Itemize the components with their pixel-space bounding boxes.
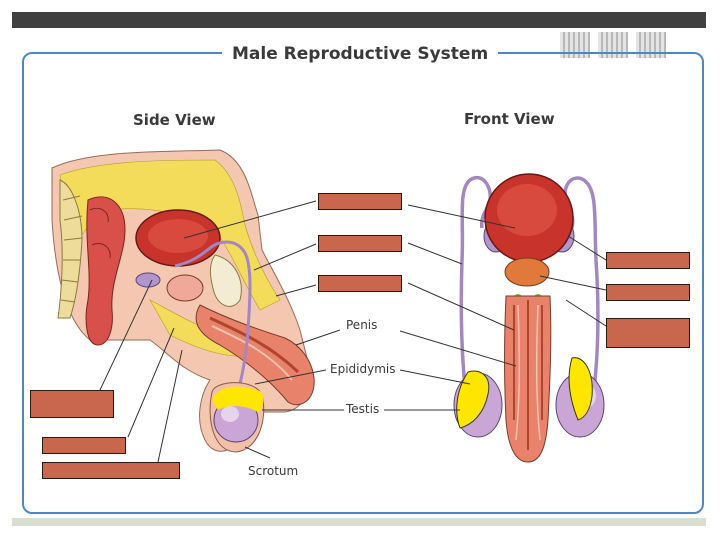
blank-label-box[interactable] [42, 437, 126, 454]
intestine-loop [89, 207, 111, 259]
sacrum [57, 179, 83, 319]
leader-lines [99, 200, 607, 463]
penis [195, 304, 315, 406]
front-view-heading: Front View [464, 110, 555, 128]
blank-label-box[interactable] [318, 235, 402, 252]
side-view-drawing [51, 149, 315, 453]
rectum [85, 196, 126, 346]
slide-top-bar [12, 12, 706, 28]
blank-label-box[interactable] [42, 462, 180, 479]
blank-label-box[interactable] [30, 390, 114, 418]
page-title: Male Reproductive System [222, 44, 499, 64]
prostate [504, 257, 550, 287]
blank-label-box[interactable] [606, 252, 690, 269]
front-view-drawing [453, 173, 605, 463]
epididymis-highlight [212, 386, 264, 412]
slide-bottom-bar [12, 518, 706, 526]
label-epididymis: Epididymis [330, 362, 396, 376]
epididymis-highlight [456, 370, 490, 429]
epididymis-highlight [568, 357, 593, 421]
sacrum [60, 195, 83, 303]
blank-label-box[interactable] [318, 193, 402, 210]
pubic-bone [209, 254, 242, 307]
label-testis: Testis [346, 402, 380, 416]
label-penis: Penis [346, 318, 378, 332]
label-scrotum: Scrotum [248, 464, 299, 478]
blank-label-box[interactable] [606, 318, 690, 348]
seminal-vesicle [135, 272, 161, 288]
side-view-heading: Side View [133, 111, 216, 129]
blank-label-box[interactable] [318, 275, 402, 292]
blank-label-box[interactable] [606, 284, 690, 301]
prostate [166, 274, 204, 302]
vas-deferens [174, 240, 252, 409]
